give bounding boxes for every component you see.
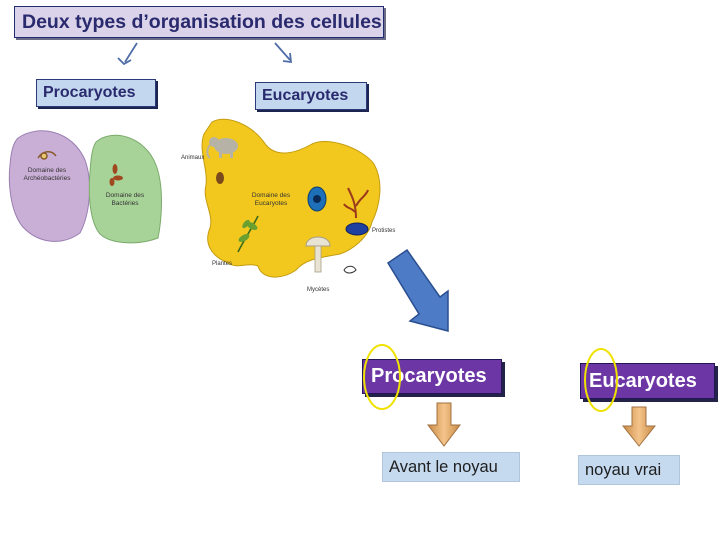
label-animaux: Animaux <box>181 155 204 161</box>
seaweed-icon <box>343 187 369 219</box>
beetle-icon <box>216 172 224 184</box>
eucaryote-center-label-line1: Domaine des <box>252 192 291 199</box>
procaryotes-term-box: Procaryotes <box>362 359 502 394</box>
left-small-arrow <box>117 42 138 66</box>
eucaryotes-term-box: Eucaryotes <box>580 363 715 399</box>
mushroom-icon <box>305 236 331 273</box>
pro-meaning-box: Avant le noyau <box>382 452 520 482</box>
label-protistes: Protistes <box>372 228 395 234</box>
bacteria-label-line2: Bactéries <box>111 200 139 207</box>
diagram-title: Deux types d’organisation des cellules <box>14 6 384 38</box>
plant-icon <box>237 215 259 253</box>
protist-icon <box>345 222 369 236</box>
insect-icon <box>343 265 357 274</box>
eucaryote-center-label-line2: Eucaryotes <box>255 200 288 207</box>
eucaryotes-category-box: Eucaryotes <box>255 82 367 110</box>
archaea-label-line2: Archéobactéries <box>24 175 72 182</box>
bacteria-microbe-icon <box>109 164 123 186</box>
archaea-microbe-icon <box>37 151 57 160</box>
label-mycetes: Mycètes <box>307 287 329 293</box>
bacteria-label-line1: Domaine des <box>106 192 145 199</box>
procaryotes-category-box: Procaryotes <box>36 79 156 107</box>
procaryotes-down-arrow <box>426 402 462 447</box>
archaea-label-line1: Domaine des <box>28 167 67 174</box>
bacteria-domain-shape <box>88 134 162 244</box>
big-blue-arrow <box>386 248 449 332</box>
archaea-domain-shape <box>8 130 90 242</box>
eukaryotic-cell-icon <box>307 186 327 212</box>
eu-meaning-box: noyau vrai <box>578 455 680 485</box>
label-plantes: Plantes <box>212 261 232 267</box>
elephant-icon <box>206 137 238 159</box>
right-small-arrow <box>274 42 293 64</box>
eucaryotes-down-arrow <box>621 406 657 447</box>
